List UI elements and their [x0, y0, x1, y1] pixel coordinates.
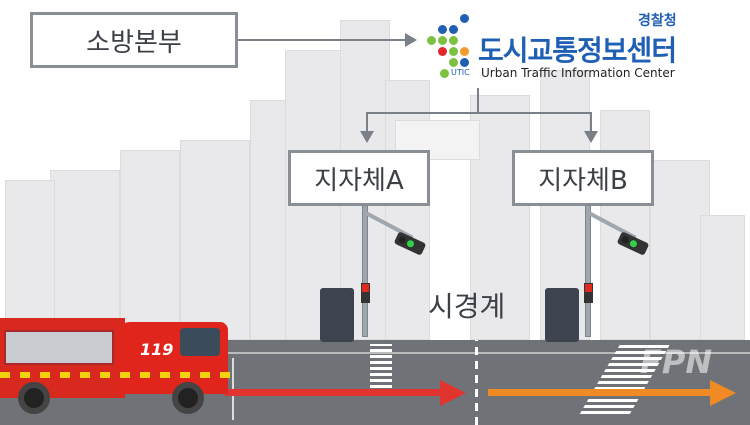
logo-badge: UTIC — [451, 68, 470, 77]
red-route-arrow — [225, 389, 445, 396]
logo-name-ko: 도시교통정보센터 — [478, 34, 677, 67]
signal-controller-box — [545, 288, 579, 342]
orange-route-arrow — [488, 389, 713, 396]
signal-controller-box — [320, 288, 354, 342]
logo-name-en: Urban Traffic Information Center — [481, 66, 675, 80]
arrow-head-icon — [405, 33, 417, 47]
logo-agency: 경찰청 — [638, 13, 677, 29]
local-a-label: 지자체A — [314, 165, 404, 196]
local-b-box: 지자체B — [512, 150, 654, 206]
city-boundary-label: 시경계 — [428, 290, 506, 323]
fpn-watermark: FPN — [640, 343, 713, 381]
pedestrian-signal-icon — [361, 283, 370, 303]
pedestrian-signal-icon — [584, 283, 593, 303]
local-b-label: 지자체B — [538, 165, 628, 196]
local-a-box: 지자체A — [288, 150, 430, 206]
truck-number: 119 — [140, 340, 174, 359]
fire-hq-box: 소방본부 — [30, 12, 238, 68]
fire-hq-label: 소방본부 — [86, 27, 182, 58]
